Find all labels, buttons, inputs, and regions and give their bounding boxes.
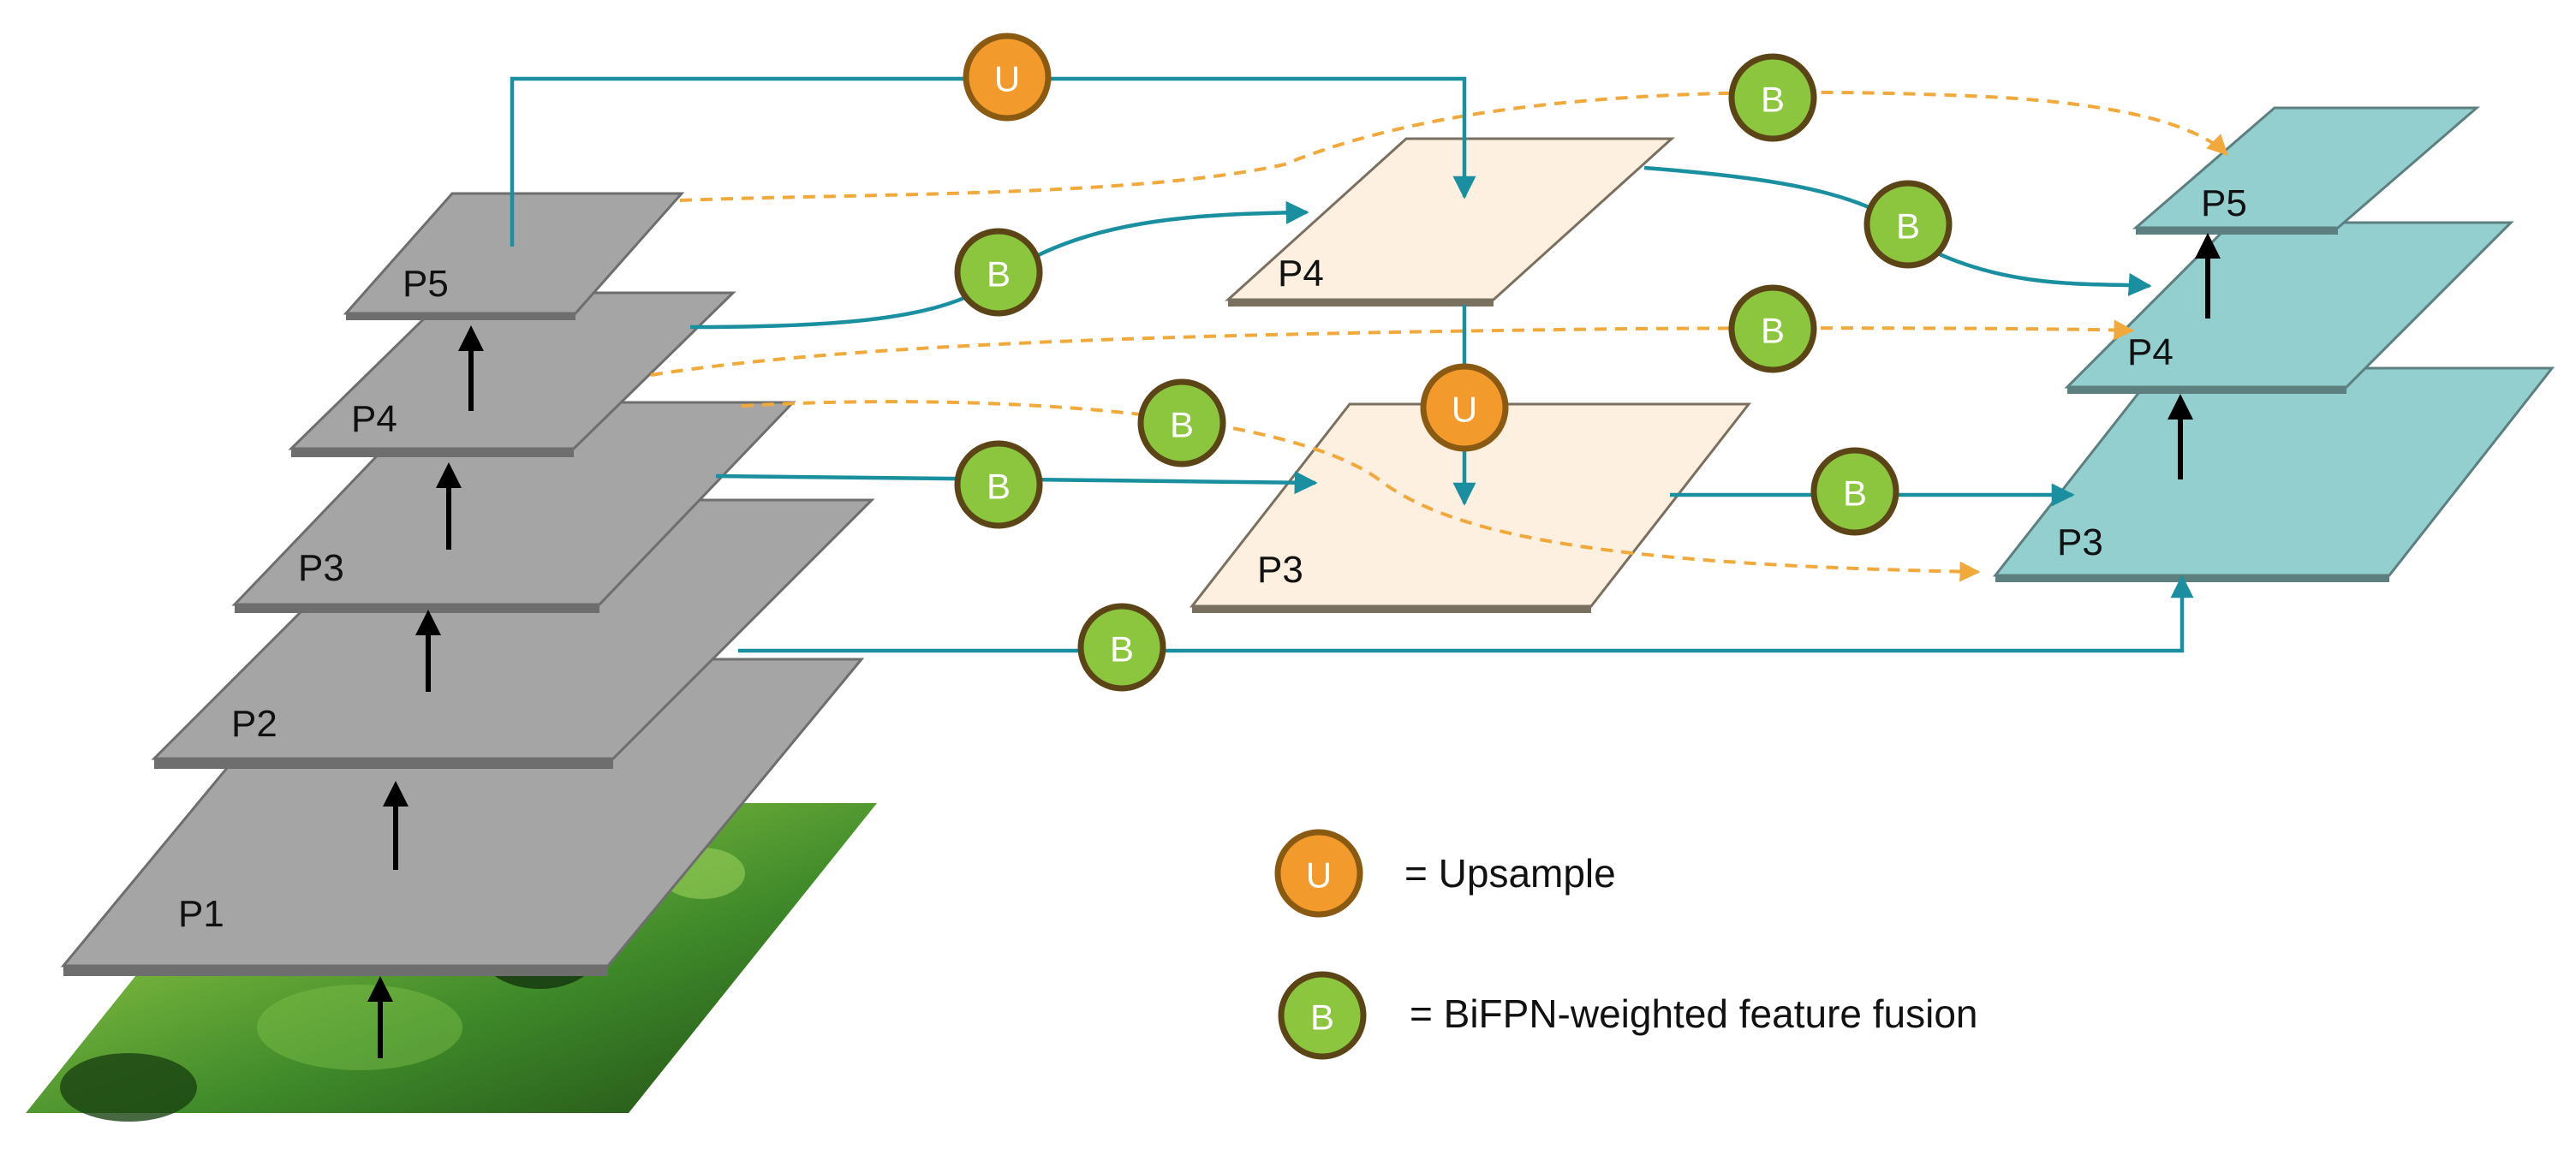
backbone-upward-arrows <box>367 325 484 1058</box>
svg-text:B: B <box>1896 206 1920 247</box>
backbone-p2-label: P2 <box>231 703 277 745</box>
output-p5-label: P5 <box>2201 182 2247 224</box>
svg-text:B: B <box>1761 311 1785 351</box>
legend: U = Upsample B = BiFPN-weighted feature … <box>1274 829 1978 1060</box>
bifpn-node-p2-to-out: B <box>1077 603 1166 692</box>
svg-text:B: B <box>1110 629 1134 670</box>
bifpn-node-mid-p3-to-out: B <box>1810 447 1899 536</box>
upsample-node-1: U <box>963 33 1052 122</box>
skip-connections <box>650 90 2228 582</box>
legend-bifpn-symbol: B <box>1278 971 1367 1060</box>
upsample-node-2: U <box>1420 363 1509 452</box>
svg-text:B: B <box>1843 473 1867 514</box>
backbone-p1-label: P1 <box>178 893 224 935</box>
link-p2-to-output-p3 <box>738 574 2194 653</box>
bifpn-node-skip-p3: B <box>1137 378 1226 467</box>
backbone-p4-layer <box>288 291 736 457</box>
intermediate-p4-label: P4 <box>1278 253 1324 295</box>
output-upward-arrows <box>2168 233 2221 479</box>
output-p5-layer <box>2132 106 2481 235</box>
svg-text:B: B <box>1170 405 1194 445</box>
output-p4-layer <box>2064 221 2514 394</box>
svg-text:B: B <box>1761 80 1785 120</box>
svg-text:U: U <box>994 59 1020 99</box>
svg-text:U: U <box>1306 855 1332 896</box>
backbone-p4-label: P4 <box>351 398 397 440</box>
output-p4-label: P4 <box>2127 331 2174 373</box>
bifpn-node-p4-to-mid: B <box>954 228 1043 317</box>
svg-text:U: U <box>1452 390 1477 430</box>
intermediate-p4-layer <box>1225 137 1675 307</box>
backbone-p3-label: P3 <box>298 547 344 589</box>
intermediate-p3-label: P3 <box>1257 549 1303 591</box>
svg-text:B: B <box>987 467 1011 507</box>
bifpn-node-p3-to-mid: B <box>954 440 1043 529</box>
output-p3-label: P3 <box>2057 521 2103 563</box>
bifpn-node-skip-p4: B <box>1728 284 1817 373</box>
bifpn-node-skip-p5: B <box>1728 53 1817 142</box>
backbone-p5-layer <box>343 192 685 320</box>
backbone-p5-label: P5 <box>402 263 449 305</box>
legend-bifpn-text: = BiFPN-weighted feature fusion <box>1410 991 1978 1036</box>
skip-p4-to-output-p4 <box>650 319 2135 377</box>
svg-text:B: B <box>987 254 1011 295</box>
skip-p3-to-output-p3 <box>741 400 1981 582</box>
legend-upsample-symbol: U <box>1274 829 1363 918</box>
bifpn-node-mid-p4-to-out: B <box>1863 180 1953 269</box>
svg-text:B: B <box>1310 997 1334 1038</box>
legend-upsample-text: = Upsample <box>1404 851 1616 896</box>
